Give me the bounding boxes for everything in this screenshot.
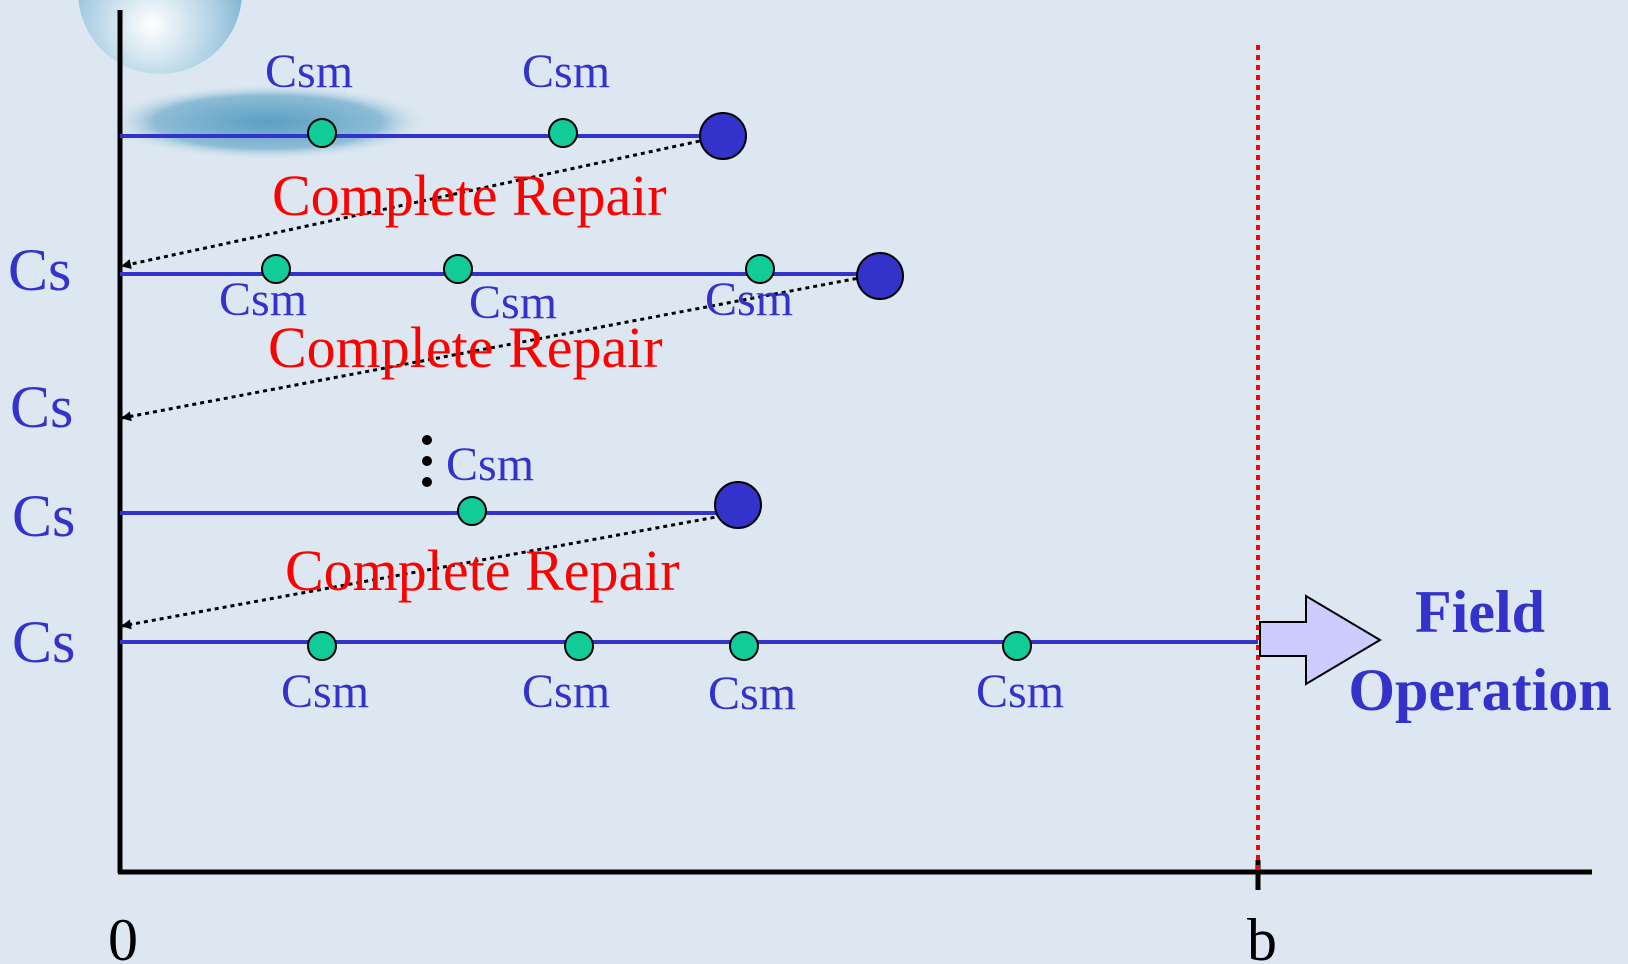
csm-label: Csm (708, 667, 796, 720)
maintenance-point (307, 631, 337, 661)
maintenance-point (261, 254, 291, 284)
maintenance-point (443, 254, 473, 284)
cs-label: Cs (10, 374, 73, 440)
ellipsis-dot (422, 477, 432, 487)
failure-point (856, 252, 904, 300)
csm-label: Csm (469, 276, 557, 329)
maintenance-point (729, 631, 759, 661)
csm-label: Csm (281, 665, 369, 718)
failure-point (714, 481, 762, 529)
csm-label: Csm (446, 438, 534, 491)
maintenance-point (1002, 631, 1032, 661)
csm-label: Csm (522, 665, 610, 718)
repair-arrow-2 (121, 272, 881, 422)
csm-label: Csm (705, 273, 793, 326)
field-operation-arrow (1259, 594, 1382, 686)
cs-label: Cs (12, 609, 75, 675)
maintenance-point (745, 254, 775, 284)
decorative-sphere (78, 0, 242, 74)
cs-label: Cs (8, 237, 71, 303)
field-operation-label-line1: Field (1415, 579, 1545, 645)
repair-arrow-1 (121, 134, 724, 269)
ellipsis-dot (422, 456, 432, 466)
complete-repair-label: Complete Repair (285, 538, 680, 603)
x-axis-boundary-label: b (1247, 907, 1277, 964)
cs-label: Cs (12, 483, 75, 549)
maintenance-point (564, 631, 594, 661)
ellipsis-dot (422, 435, 432, 445)
csm-label: Csm (219, 273, 307, 326)
repair-arrow-3 (121, 511, 739, 630)
csm-label: Csm (976, 665, 1064, 718)
complete-repair-label: Complete Repair (268, 315, 663, 380)
field-operation-label-line2: Operation (1348, 657, 1611, 723)
csm-label: Csm (265, 45, 353, 98)
x-axis-origin-label: 0 (108, 907, 138, 964)
maintenance-point (457, 496, 487, 526)
decorative-sphere-shadow (106, 84, 430, 160)
failure-point (699, 112, 747, 160)
maintenance-point (307, 118, 337, 148)
complete-repair-label: Complete Repair (272, 163, 667, 228)
csm-label: Csm (522, 45, 610, 98)
maintenance-point (548, 118, 578, 148)
